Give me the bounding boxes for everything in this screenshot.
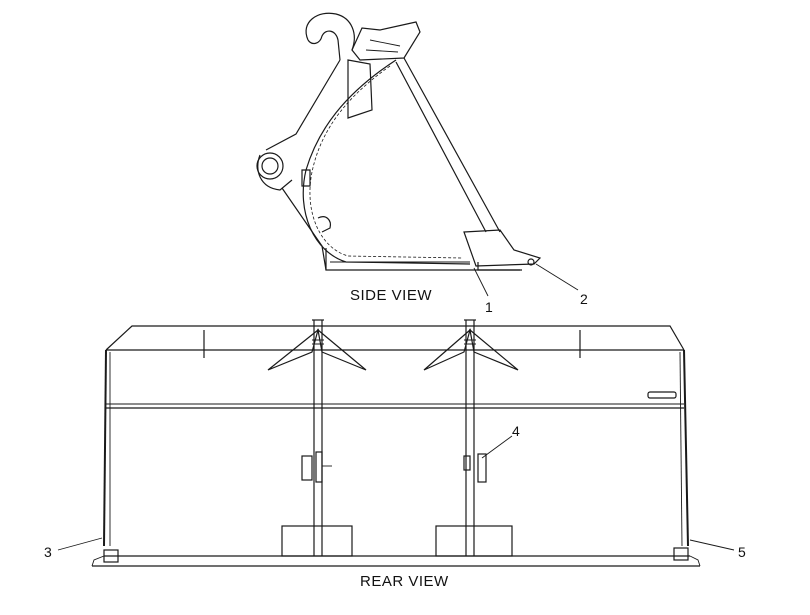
side-view-pin-boss: [256, 152, 284, 180]
rear-view-right-strut: [465, 320, 475, 556]
callout-3-label: 3: [44, 544, 52, 560]
rear-view-right-side-plate: [683, 349, 689, 547]
side-view-drawing: [256, 12, 542, 271]
rear-view-drawing: [91, 319, 701, 567]
rear-view-left-bracket: [301, 455, 313, 481]
side-view-tooth: [463, 229, 542, 267]
side-view-back-plate: [265, 59, 341, 151]
side-view-strut: [395, 57, 501, 233]
callout-4-leader: [481, 435, 513, 459]
rear-view-left-block: [281, 525, 353, 557]
side-view-spill-guard: [351, 21, 421, 61]
side-view-bowl: [302, 59, 471, 265]
callout-5-label: 5: [738, 544, 746, 560]
rear-view-right-block: [435, 525, 513, 557]
rear-view-left-strut: [313, 320, 323, 556]
rear-view-right-wear-pad: [673, 547, 689, 561]
side-view-floor: [325, 248, 520, 271]
callout-3-leader: [57, 537, 103, 551]
callout-2-leader: [535, 263, 579, 291]
rear-view-left-wear-pad: [103, 549, 119, 563]
side-view-hook: [305, 12, 355, 51]
rear-view-right-bracket: [477, 453, 487, 483]
rear-view-left-side-plate: [103, 349, 107, 547]
callout-2-label: 2: [580, 291, 588, 307]
callout-1-leader: [473, 267, 489, 297]
rear-view-top-outline: [105, 325, 685, 351]
callout-1-label: 1: [485, 299, 493, 315]
rear-view-label: REAR VIEW: [360, 573, 449, 590]
callout-5-leader: [689, 539, 735, 551]
side-view-label: SIDE VIEW: [350, 287, 432, 304]
callout-4-label: 4: [512, 423, 520, 439]
